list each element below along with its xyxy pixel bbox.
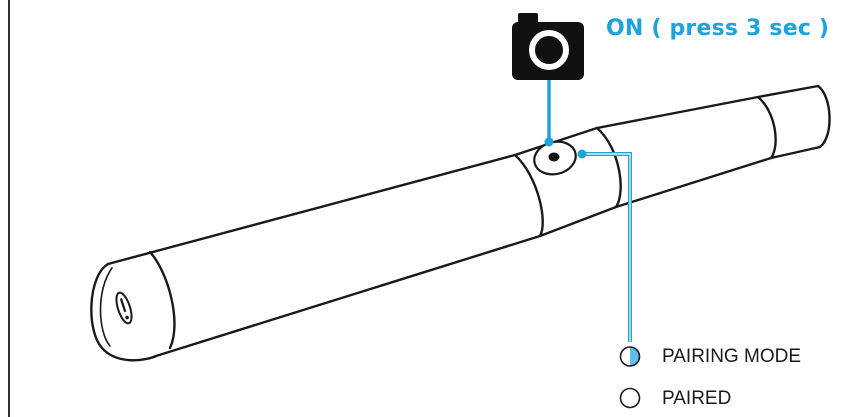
pen-end-ring <box>148 250 176 350</box>
empty-circle-icon <box>619 387 641 409</box>
legend-leader-dot <box>577 149 587 159</box>
pen-end-cap <box>90 262 158 362</box>
pen-lower-edge <box>154 145 822 358</box>
legend-leader-highlight <box>580 153 631 342</box>
camera-leader-dot <box>544 137 554 147</box>
warning-icon <box>115 291 133 325</box>
legend-leader-line <box>580 152 632 342</box>
pen-upper-edge <box>106 84 820 266</box>
sleeve-edge-right <box>595 126 622 209</box>
pen-tip-cap <box>816 84 831 149</box>
on-press-label: ON ( press 3 sec ) <box>606 16 830 41</box>
half-filled-circle-icon <box>619 346 641 367</box>
sleeve-edge-left <box>513 153 544 238</box>
pen-body <box>90 84 831 362</box>
pairing-mode-label: PAIRING MODE <box>662 346 801 367</box>
pen-end-rim <box>99 267 113 347</box>
camera-icon <box>512 13 584 80</box>
power-button <box>533 140 577 176</box>
tip-segment-edge <box>756 95 777 160</box>
paired-label: PAIRED <box>662 388 732 409</box>
